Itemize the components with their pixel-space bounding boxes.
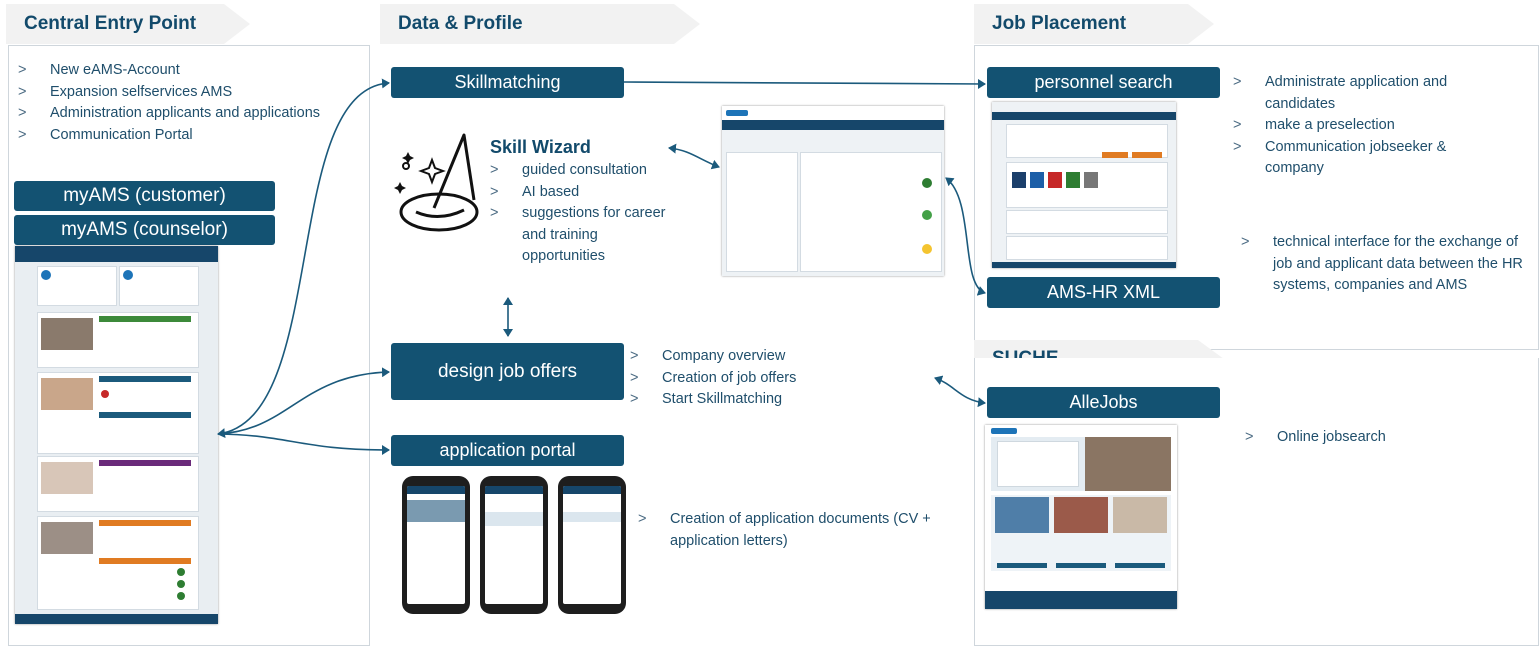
phone-screenshot: [480, 476, 548, 614]
personnel-search-screenshot: [992, 102, 1176, 268]
arrow-skillmatching-to-personnel-search: [623, 78, 986, 89]
wizard-hat-icon: [394, 130, 484, 235]
skillmatching-screenshot: [722, 106, 944, 276]
arrow-myams-to-design-job-offers: [217, 367, 390, 435]
personnel-search-label: personnel search: [987, 67, 1220, 98]
phone-screenshot: [558, 476, 626, 614]
application-portal-label: application portal: [391, 435, 624, 466]
header-central-entry-point: Central Entry Point: [6, 4, 250, 44]
skill-wizard-item: suggestions for career and training oppo…: [490, 203, 680, 268]
design-job-offers-label: design job offers: [391, 343, 624, 400]
arrow-screenshot-to-ams-hr-xml: [945, 177, 986, 296]
application-portal-list: Creation of application documents (CV + …: [638, 509, 938, 552]
personnel-search-item: Administrate application and candidates: [1233, 72, 1493, 115]
skill-wizard-title: Skill Wizard: [490, 137, 591, 157]
design-job-offers-list: Company overview Creation of job offers …: [630, 346, 860, 411]
central-item: Expansion selfservices AMS: [18, 82, 368, 104]
design-job-offers-item: Company overview: [630, 346, 860, 368]
skill-wizard-item: AI based: [490, 182, 680, 204]
ams-hr-xml-list: technical interface for the exchange of …: [1241, 232, 1537, 297]
myams-portal-screenshot: [15, 246, 218, 624]
design-job-offers-item: Creation of job offers: [630, 368, 860, 390]
personnel-search-item: Communication jobseeker & company: [1233, 137, 1493, 180]
allejobs-screenshot: [985, 425, 1177, 609]
header-job-placement: Job Placement: [974, 4, 1214, 44]
design-job-offers-item: Start Skillmatching: [630, 389, 860, 411]
ams-hr-xml-label: AMS-HR XML: [987, 277, 1220, 308]
application-portal-item: Creation of application documents (CV + …: [638, 509, 938, 552]
personnel-search-list: Administrate application and candidates …: [1233, 72, 1493, 180]
arrow-myams-to-application-portal: [217, 433, 390, 455]
allejobs-label: AlleJobs: [987, 387, 1220, 418]
allejobs-item: Online jobsearch: [1245, 427, 1505, 449]
ams-hr-xml-item: technical interface for the exchange of …: [1241, 232, 1537, 297]
skillmatching-label: Skillmatching: [391, 67, 624, 98]
personnel-search-item: make a preselection: [1233, 115, 1493, 137]
arrow-skill-wizard-to-screenshot: [668, 143, 720, 170]
skill-wizard-list: guided consultation AI based suggestions…: [490, 160, 680, 268]
arrow-design-job-offers-to-allejobs: [934, 375, 986, 408]
phone-screenshot: [402, 476, 470, 614]
central-item: New eAMS-Account: [18, 60, 368, 82]
header-data-profile: Data & Profile: [380, 4, 700, 44]
allejobs-list: Online jobsearch: [1245, 427, 1505, 449]
arrow-myams-to-skillmatching: [217, 78, 390, 439]
skill-wizard-item: guided consultation: [490, 160, 680, 182]
central-item: Communication Portal: [18, 125, 368, 147]
